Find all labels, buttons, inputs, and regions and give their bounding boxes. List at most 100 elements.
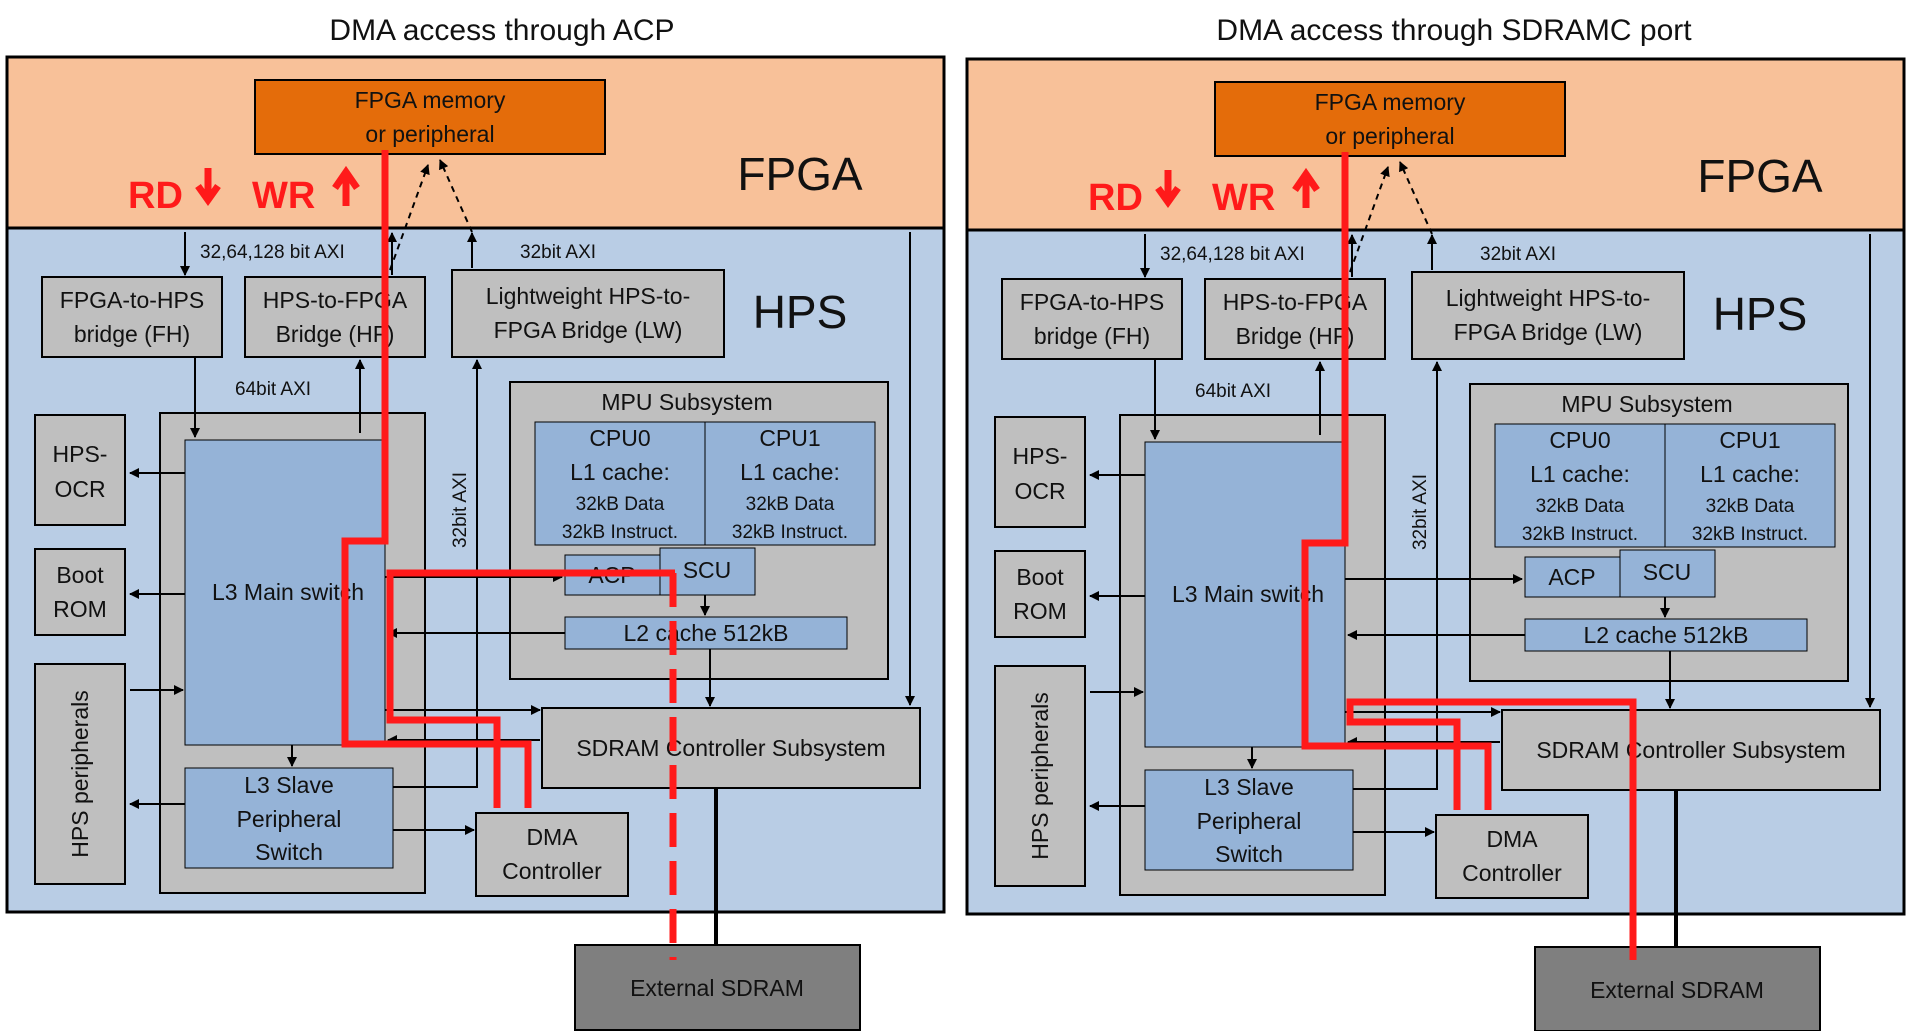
scu-box — [1619, 549, 1716, 598]
l2-cache-label: L2 cache 512kB — [624, 620, 789, 646]
dma-path-acp — [341, 150, 677, 960]
cpu0-label: CPU0 — [589, 425, 650, 451]
lw-bridge-box — [451, 269, 725, 358]
fh-bridge-line1: FPGA-to-HPS — [60, 287, 204, 313]
dma-controller-box — [1435, 814, 1589, 899]
hps-ocr-box — [994, 416, 1086, 528]
cpu1-box — [1664, 423, 1836, 548]
fpga-memory-line2: or peripheral — [1325, 123, 1454, 149]
cpu0-data: 32kB Data — [576, 494, 665, 515]
boot-rom-line1: Boot — [1016, 564, 1064, 590]
cpu1-instr: 32kB Instruct. — [1692, 524, 1808, 545]
dma-controller-line2: Controller — [1462, 860, 1562, 886]
fpga-memory-block — [1214, 81, 1566, 157]
acp-label: ACP — [1548, 564, 1595, 590]
l2-cache-box — [564, 616, 848, 650]
l3-main-switch — [184, 439, 386, 746]
l3-slave-line3: Switch — [255, 839, 323, 865]
sdram-controller-box — [541, 707, 921, 789]
hps-peripherals-label: HPS peripherals — [1027, 692, 1053, 859]
l3-main-switch-label: L3 Main switch — [1172, 581, 1324, 607]
fpga-label: FPGA — [1697, 150, 1823, 202]
hps-ocr-line1: HPS- — [1013, 443, 1068, 469]
panel-title: DMA access through ACP — [329, 14, 674, 47]
hps-label: HPS — [1713, 288, 1808, 340]
sdram-controller-box — [1501, 709, 1881, 791]
acp-box — [1524, 556, 1621, 598]
cpu1-box — [704, 421, 876, 546]
lw-bridge-line1: Lightweight HPS-to- — [486, 283, 691, 309]
connectors — [1089, 161, 1875, 947]
axi-64-label: 64bit AXI — [1195, 381, 1271, 402]
external-sdram-label: External SDRAM — [630, 975, 804, 1001]
axi-fh-label: 32,64,128 bit AXI — [200, 242, 345, 263]
l3-main-switch-label: L3 Main switch — [212, 579, 364, 605]
cpu0-instr: 32kB Instruct. — [1522, 524, 1638, 545]
connectors — [129, 159, 915, 945]
fpga-memory-line2: or peripheral — [365, 121, 494, 147]
axi-lw-label: 32bit AXI — [1480, 244, 1556, 265]
hps-ocr-line2: OCR — [54, 476, 105, 502]
hps-peripherals-box — [34, 663, 126, 885]
lw-bridge-box — [1411, 271, 1685, 360]
lw-bridge-line2: FPGA Bridge (LW) — [1454, 319, 1643, 345]
hps-ocr-box — [34, 414, 126, 526]
boot-rom-line2: ROM — [53, 596, 107, 622]
lw-bridge-line2: FPGA Bridge (LW) — [494, 317, 683, 343]
sdram-controller-label: SDRAM Controller Subsystem — [1536, 737, 1845, 763]
hf-bridge-line2: Bridge (HF) — [1236, 323, 1355, 349]
l2-cache-label: L2 cache 512kB — [1584, 622, 1749, 648]
cpu0-label: CPU0 — [1549, 427, 1610, 453]
boot-rom-box — [994, 550, 1086, 638]
axi-lw-label: 32bit AXI — [520, 242, 596, 263]
wr-arrow-icon — [332, 165, 360, 206]
panel-title: DMA access through SDRAMC port — [1216, 14, 1692, 47]
cpu0-box — [534, 421, 706, 546]
rd-arrow-icon — [1155, 170, 1181, 209]
cpu1-l1: L1 cache: — [740, 459, 840, 485]
dma-controller-box — [475, 812, 629, 897]
wr-label: WR — [1212, 177, 1275, 219]
boot-rom-box — [34, 548, 126, 636]
l3-slave-line2: Peripheral — [1197, 808, 1302, 834]
dma-controller-line1: DMA — [1486, 826, 1538, 852]
cpu0-box — [1494, 423, 1666, 548]
external-sdram-box — [574, 944, 861, 1031]
fh-bridge-line1: FPGA-to-HPS — [1020, 289, 1164, 315]
fpga-memory-line1: FPGA memory — [355, 87, 506, 113]
l3-slave-line1: L3 Slave — [244, 772, 334, 798]
rd-label: RD — [128, 175, 183, 217]
panel-sdramc: DMA access through SDRAMC port FPGA FPGA… — [965, 14, 1906, 1031]
cpu1-data: 32kB Data — [1706, 496, 1795, 517]
cpu1-label: CPU1 — [1719, 427, 1780, 453]
l2-cache-box — [1524, 618, 1808, 652]
hf-bridge-box — [244, 276, 426, 358]
external-sdram-label: External SDRAM — [1590, 977, 1764, 1003]
fpga-memory-block — [254, 79, 606, 155]
scu-label: SCU — [1643, 559, 1692, 585]
cpu0-l1: L1 cache: — [570, 459, 670, 485]
scu-label: SCU — [683, 557, 732, 583]
l3-slave-line1: L3 Slave — [1204, 774, 1294, 800]
fh-bridge-box — [41, 276, 223, 358]
hps-ocr-line2: OCR — [1014, 478, 1065, 504]
axi-32-vertical-label: 32bit AXI — [1410, 474, 1431, 550]
fpga-label: FPGA — [737, 148, 863, 200]
l3-slave-switch — [184, 767, 394, 869]
cpu1-instr: 32kB Instruct. — [732, 522, 848, 543]
panel-acp: DMA access through ACP FPGA FPGA memory … — [5, 14, 946, 1031]
mpu-label: MPU Subsystem — [601, 389, 772, 415]
fh-bridge-box — [1001, 278, 1183, 360]
mpu-label: MPU Subsystem — [1561, 391, 1732, 417]
lw-bridge-line1: Lightweight HPS-to- — [1446, 285, 1651, 311]
dma-controller-line1: DMA — [526, 824, 578, 850]
rd-arrow-icon — [195, 168, 221, 207]
fh-bridge-line2: bridge (FH) — [74, 321, 190, 347]
wr-arrow-icon — [1292, 167, 1320, 208]
dma-path-sdramc — [1301, 152, 1637, 960]
hps-ocr-line1: HPS- — [53, 441, 108, 467]
cpu0-instr: 32kB Instruct. — [562, 522, 678, 543]
hf-bridge-box — [1204, 278, 1386, 360]
hps-peripherals-label: HPS peripherals — [67, 690, 93, 857]
fpga-memory-line1: FPGA memory — [1315, 89, 1466, 115]
